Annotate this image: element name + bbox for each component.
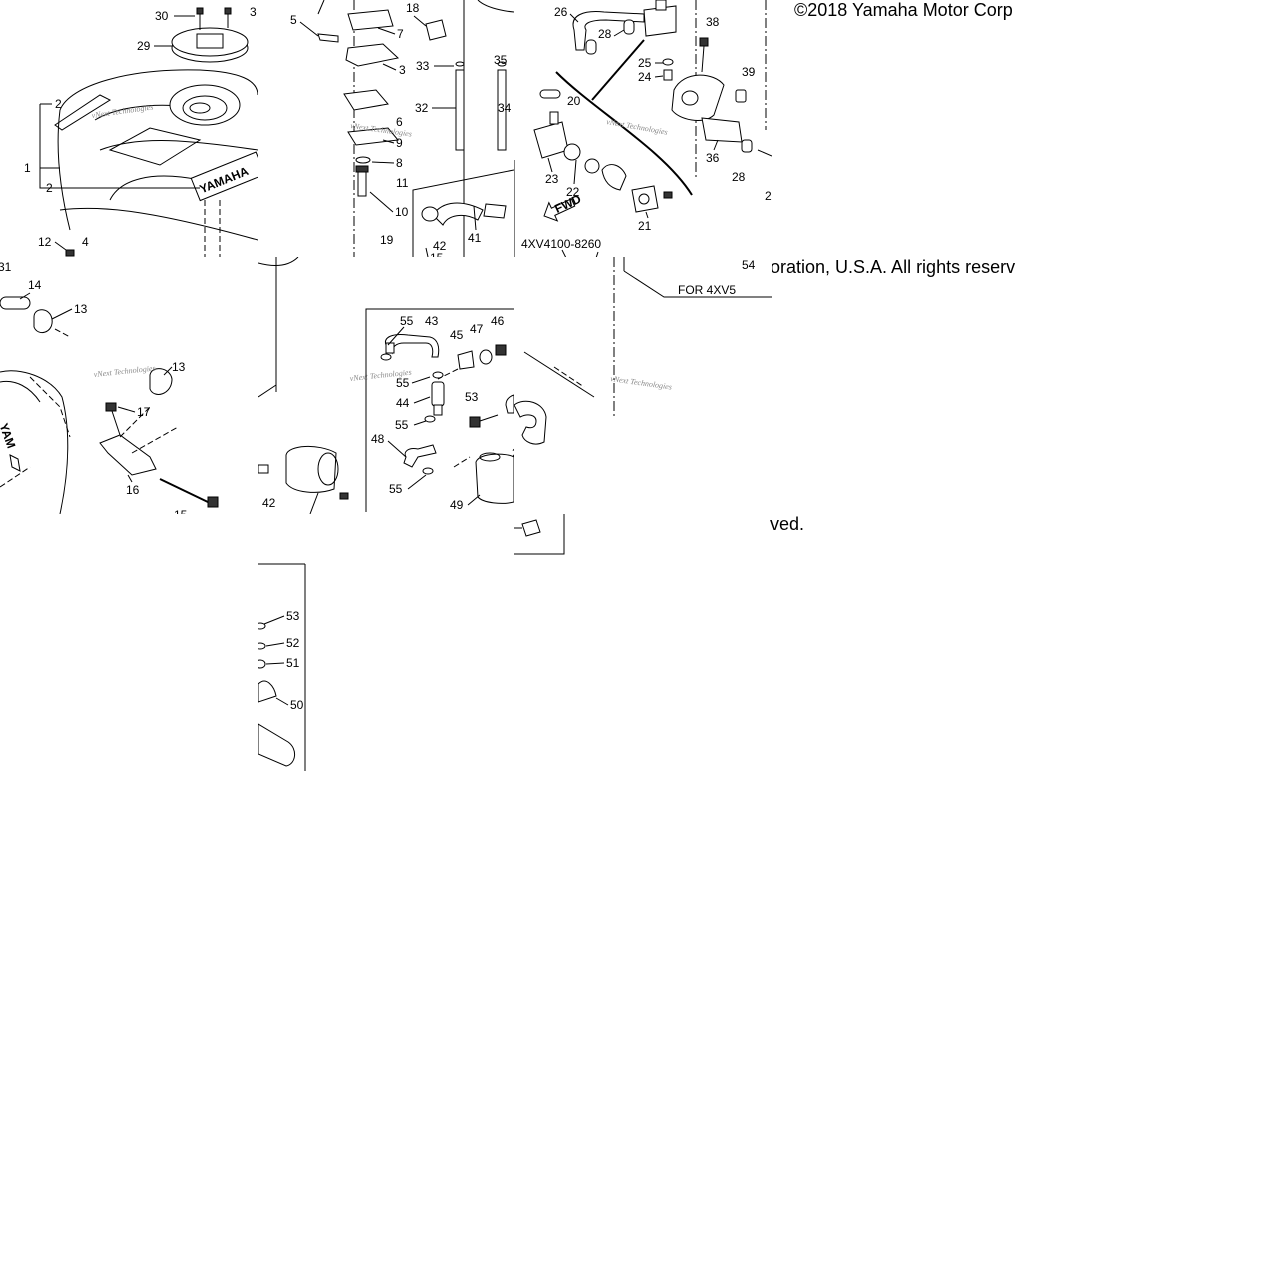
callout: 42 — [433, 239, 447, 253]
model-note: FOR 4XV5 — [678, 283, 736, 297]
callout: 11 — [396, 176, 409, 190]
callout: 20 — [567, 94, 581, 108]
callout: 55 — [395, 418, 409, 432]
callout: 34 — [498, 101, 512, 115]
copyright-line-3: ved. — [770, 514, 805, 535]
callout: 27 — [512, 446, 514, 460]
callout: 33 — [416, 59, 430, 73]
callout: 55 — [396, 376, 410, 390]
callout: 7 — [397, 27, 404, 41]
callout: 55 — [400, 314, 414, 328]
callout: 25 — [638, 56, 652, 70]
callout: 28 — [598, 27, 612, 41]
watermark: vNext Technologies — [606, 117, 669, 137]
callout: 1 — [24, 161, 31, 175]
callout: 24 — [638, 70, 652, 84]
callout: 51 — [286, 656, 300, 670]
callout: 3 — [250, 5, 257, 19]
callout: 28 — [732, 170, 746, 184]
callout: 8 — [396, 156, 403, 170]
callout: 2 — [55, 97, 62, 111]
diagram-tile-fuel-tank: YAMAHA 30 3 29 2 1 2 12 4 vNext Technolo… — [0, 0, 258, 257]
callout: 46 — [491, 314, 505, 328]
callout: 43 — [425, 314, 439, 328]
callout: 21 — [638, 219, 652, 233]
callout: 15 — [174, 508, 188, 514]
callout: 42 — [262, 496, 276, 510]
callout: 30 — [155, 9, 169, 23]
callout: 13 — [74, 302, 88, 316]
callout: 14 — [28, 278, 42, 292]
callout: 5 — [290, 13, 297, 27]
callout: 48 — [371, 432, 385, 446]
watermark: vNext Technologies — [610, 374, 673, 392]
callout: 52 — [286, 636, 300, 650]
callout: 44 — [396, 396, 410, 410]
callout: 54 — [742, 258, 756, 272]
callout: 38 — [706, 15, 720, 29]
watermark: vNext Technologies — [91, 102, 154, 120]
callout: 12 — [38, 235, 52, 249]
diagram-tile-mounts: YAM 31 14 13 13 17 16 15 vNext Technol — [0, 257, 258, 514]
callout: 22 — [566, 185, 580, 199]
callout: 29 — [137, 39, 151, 53]
callout: 50 — [290, 698, 304, 712]
callout: 2 — [46, 181, 53, 195]
callout: 23 — [545, 172, 559, 186]
diagram-tile-fuel-pump: 55 43 45 47 46 55 44 53 55 48 27 55 49 4… — [258, 257, 514, 514]
callout: 55 — [389, 482, 403, 496]
callout: 4 — [82, 235, 89, 249]
diagram-tile-filter: 53 52 51 50 — [258, 514, 308, 771]
callout: 2 — [765, 189, 772, 203]
copyright-line-1: ©2018 Yamaha Motor Corp — [794, 0, 1013, 21]
diagram-tile-fragment — [514, 514, 566, 556]
watermark: vNext Technologies — [93, 364, 156, 379]
callout: 41 — [468, 231, 482, 245]
callout: 35 — [494, 53, 508, 67]
callout: 10 — [395, 205, 409, 219]
callout: 18 — [406, 1, 420, 15]
callout: 19 — [380, 233, 394, 247]
copyright-line-2: oration, U.S.A. All rights reserv — [770, 257, 1016, 278]
callout: 15 — [430, 251, 444, 257]
diagram-tile-brackets: 18 5 7 3 33 35 6 32 34 9 8 11 10 19 42 4… — [258, 0, 514, 257]
callout: 6 — [396, 115, 403, 129]
callout: 9 — [396, 136, 403, 150]
callout: 17 — [137, 405, 151, 419]
fuel-cock-code: 4XV4100-8260 — [521, 237, 601, 251]
callout: 47 — [470, 322, 484, 336]
svg-text:YAM: YAM — [0, 421, 18, 450]
callout: 13 — [172, 360, 186, 374]
callout: 53 — [465, 390, 479, 404]
callout: 36 — [706, 151, 720, 165]
callout: 53 — [286, 609, 300, 623]
callout: 39 — [742, 65, 756, 79]
callout: 26 — [554, 5, 568, 19]
callout: 16 — [126, 483, 140, 497]
diagram-tile-model-note: FOR 4XV5 54 vNext Technologies — [514, 257, 772, 514]
callout: 31 — [0, 260, 12, 274]
callout: 49 — [450, 498, 464, 512]
diagram-tile-fuel-cock: FWD 26 28 38 25 24 39 20 36 28 23 22 21 … — [514, 0, 772, 257]
callout: 45 — [450, 328, 464, 342]
callout: 3 — [399, 63, 406, 77]
callout: 32 — [415, 101, 429, 115]
